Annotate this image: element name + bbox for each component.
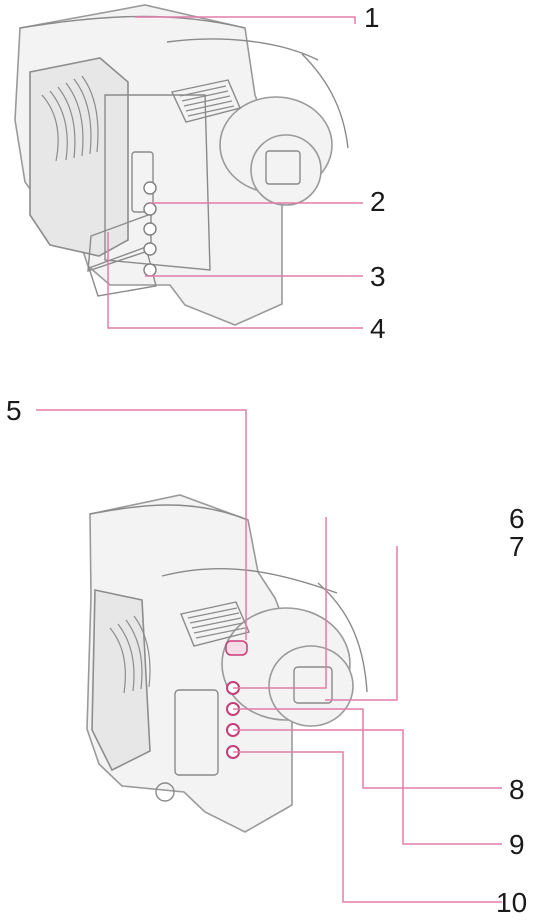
callout-3: 3 <box>370 261 386 292</box>
top-lower-cover <box>88 246 157 297</box>
bottom-handle-strap <box>317 582 368 693</box>
top-viewfinder-window <box>265 150 301 185</box>
callout-leaders <box>36 16 502 903</box>
leader-4 <box>107 232 363 329</box>
bottom-zoom-lever-texture <box>187 607 246 639</box>
top-handle <box>166 38 319 61</box>
bottom-handle <box>161 567 338 594</box>
callout-8: 8 <box>509 774 525 805</box>
top-zoom-lever <box>170 79 241 123</box>
top-handle-strap <box>301 53 349 149</box>
top-zoom-lever-texture <box>179 85 235 117</box>
callout-2: 2 <box>370 186 386 217</box>
callout-1: 1 <box>364 2 380 33</box>
top-button-5 <box>143 263 157 277</box>
top-side-frame <box>104 94 211 271</box>
leader-1 <box>135 16 356 24</box>
top-side-panel <box>29 57 129 257</box>
callout-9: 9 <box>509 829 525 860</box>
leader-10 <box>233 751 502 903</box>
bottom-zoom-lever <box>180 601 250 647</box>
leader-9 <box>233 729 502 845</box>
callout-10: 10 <box>496 887 527 918</box>
top-viewfinder-eyecup <box>250 134 322 206</box>
bottom-mount-circle <box>155 782 175 802</box>
leader-5 <box>36 409 247 640</box>
callout-4: 4 <box>370 313 386 344</box>
top-button-2 <box>143 202 157 216</box>
leader-6 <box>233 517 327 689</box>
top-button-3 <box>143 222 157 236</box>
callout-numbers: 1 2 3 4 5 6 7 8 9 10 <box>6 2 527 918</box>
camcorder-bottom-view <box>86 494 368 833</box>
top-speaker-grille <box>41 75 99 162</box>
bottom-side-panel <box>91 589 151 772</box>
callout-7: 7 <box>509 531 525 562</box>
bottom-lcd-frame <box>174 689 219 776</box>
bottom-viewfinder-eyecup <box>268 645 354 727</box>
callout-5: 5 <box>6 395 22 426</box>
bottom-selected-button-5 <box>225 640 248 656</box>
top-memory-card-slot <box>131 151 154 213</box>
bottom-speaker-grille <box>109 615 151 694</box>
callout-6: 6 <box>509 503 525 534</box>
top-button-4 <box>143 242 157 256</box>
camcorder-top-view <box>14 4 349 326</box>
top-button-1 <box>143 181 157 195</box>
bottom-viewfinder-window <box>293 666 333 704</box>
top-upper-edge <box>19 15 246 29</box>
leader-8 <box>233 708 502 789</box>
bottom-upper-edge <box>89 504 249 521</box>
leader-7 <box>325 546 398 701</box>
